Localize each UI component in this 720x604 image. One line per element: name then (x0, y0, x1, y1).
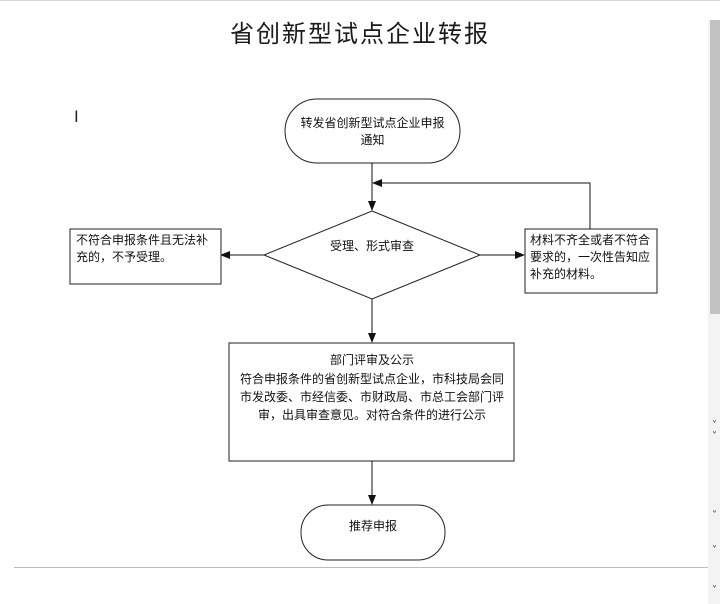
reject-node-label: 不符合申报条件且无法补充的，不予受理。 (76, 233, 209, 264)
text-cursor-mark: I (74, 107, 79, 126)
supplement-node-shape (524, 228, 658, 294)
scrollbar-thumb[interactable] (710, 20, 720, 314)
collapse-chevron-icon[interactable]: ˅ (712, 510, 717, 521)
review-node-shape (262, 210, 482, 300)
end-node-label: 推荐申报 (348, 519, 397, 533)
dept-review-node-shape (228, 342, 515, 462)
collapse-chevron-icon[interactable]: ˅ (712, 420, 717, 431)
dept-review-body: 符合申报条件的省创新型试点企业，市科技局会同市发改委、市经信委、市财政局、市总工… (239, 372, 504, 422)
supplement-node-label: 材料不齐全或者不符合要求的，一次性告知应补充的材料。 (530, 233, 651, 281)
review-node-label: 受理、形式审查 (329, 239, 414, 253)
end-node-shape (300, 504, 446, 561)
collapse-chevron-icon[interactable]: ˅ (712, 431, 717, 442)
reject-node-shape (69, 228, 222, 285)
dept-review-title: 部门评审及公示 (329, 353, 414, 367)
bottom-divider (14, 567, 708, 568)
collapse-chevron-icon[interactable]: ˅ (712, 585, 717, 596)
top-divider (0, 0, 720, 1)
arrow-supplement-loop (372, 179, 591, 230)
start-node-label: 转发省创新型试点企业申报通知 (300, 116, 445, 147)
page-title: 省创新型试点企业转报 (230, 20, 490, 48)
collapse-chevron-icon[interactable]: ˅ (712, 545, 717, 556)
